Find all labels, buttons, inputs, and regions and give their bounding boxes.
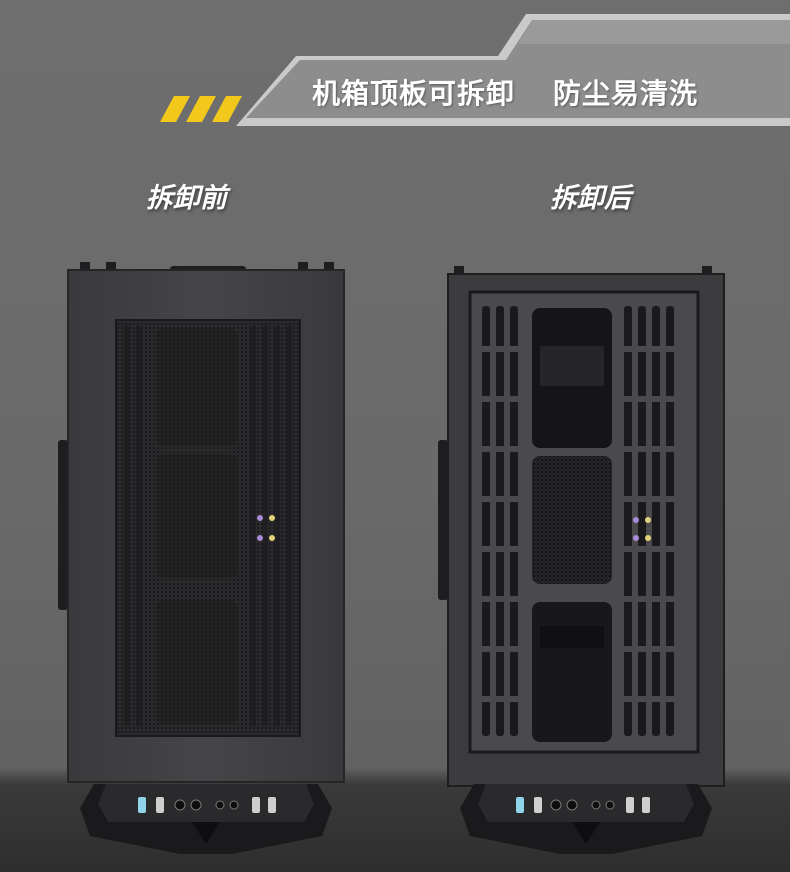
pc-case-after (438, 266, 725, 854)
pc-case-before (58, 262, 345, 854)
banner-title: 机箱顶板可拆卸 防尘易清洗 (312, 72, 772, 112)
header-banner (236, 14, 790, 126)
hazard-stripes (160, 96, 242, 122)
label-after-removal: 拆卸后 (550, 183, 631, 214)
banner-text-right: 防尘易清洗 (553, 77, 699, 110)
banner-text-left: 机箱顶板可拆卸 (312, 77, 516, 110)
label-before-removal: 拆卸前 (146, 183, 227, 214)
